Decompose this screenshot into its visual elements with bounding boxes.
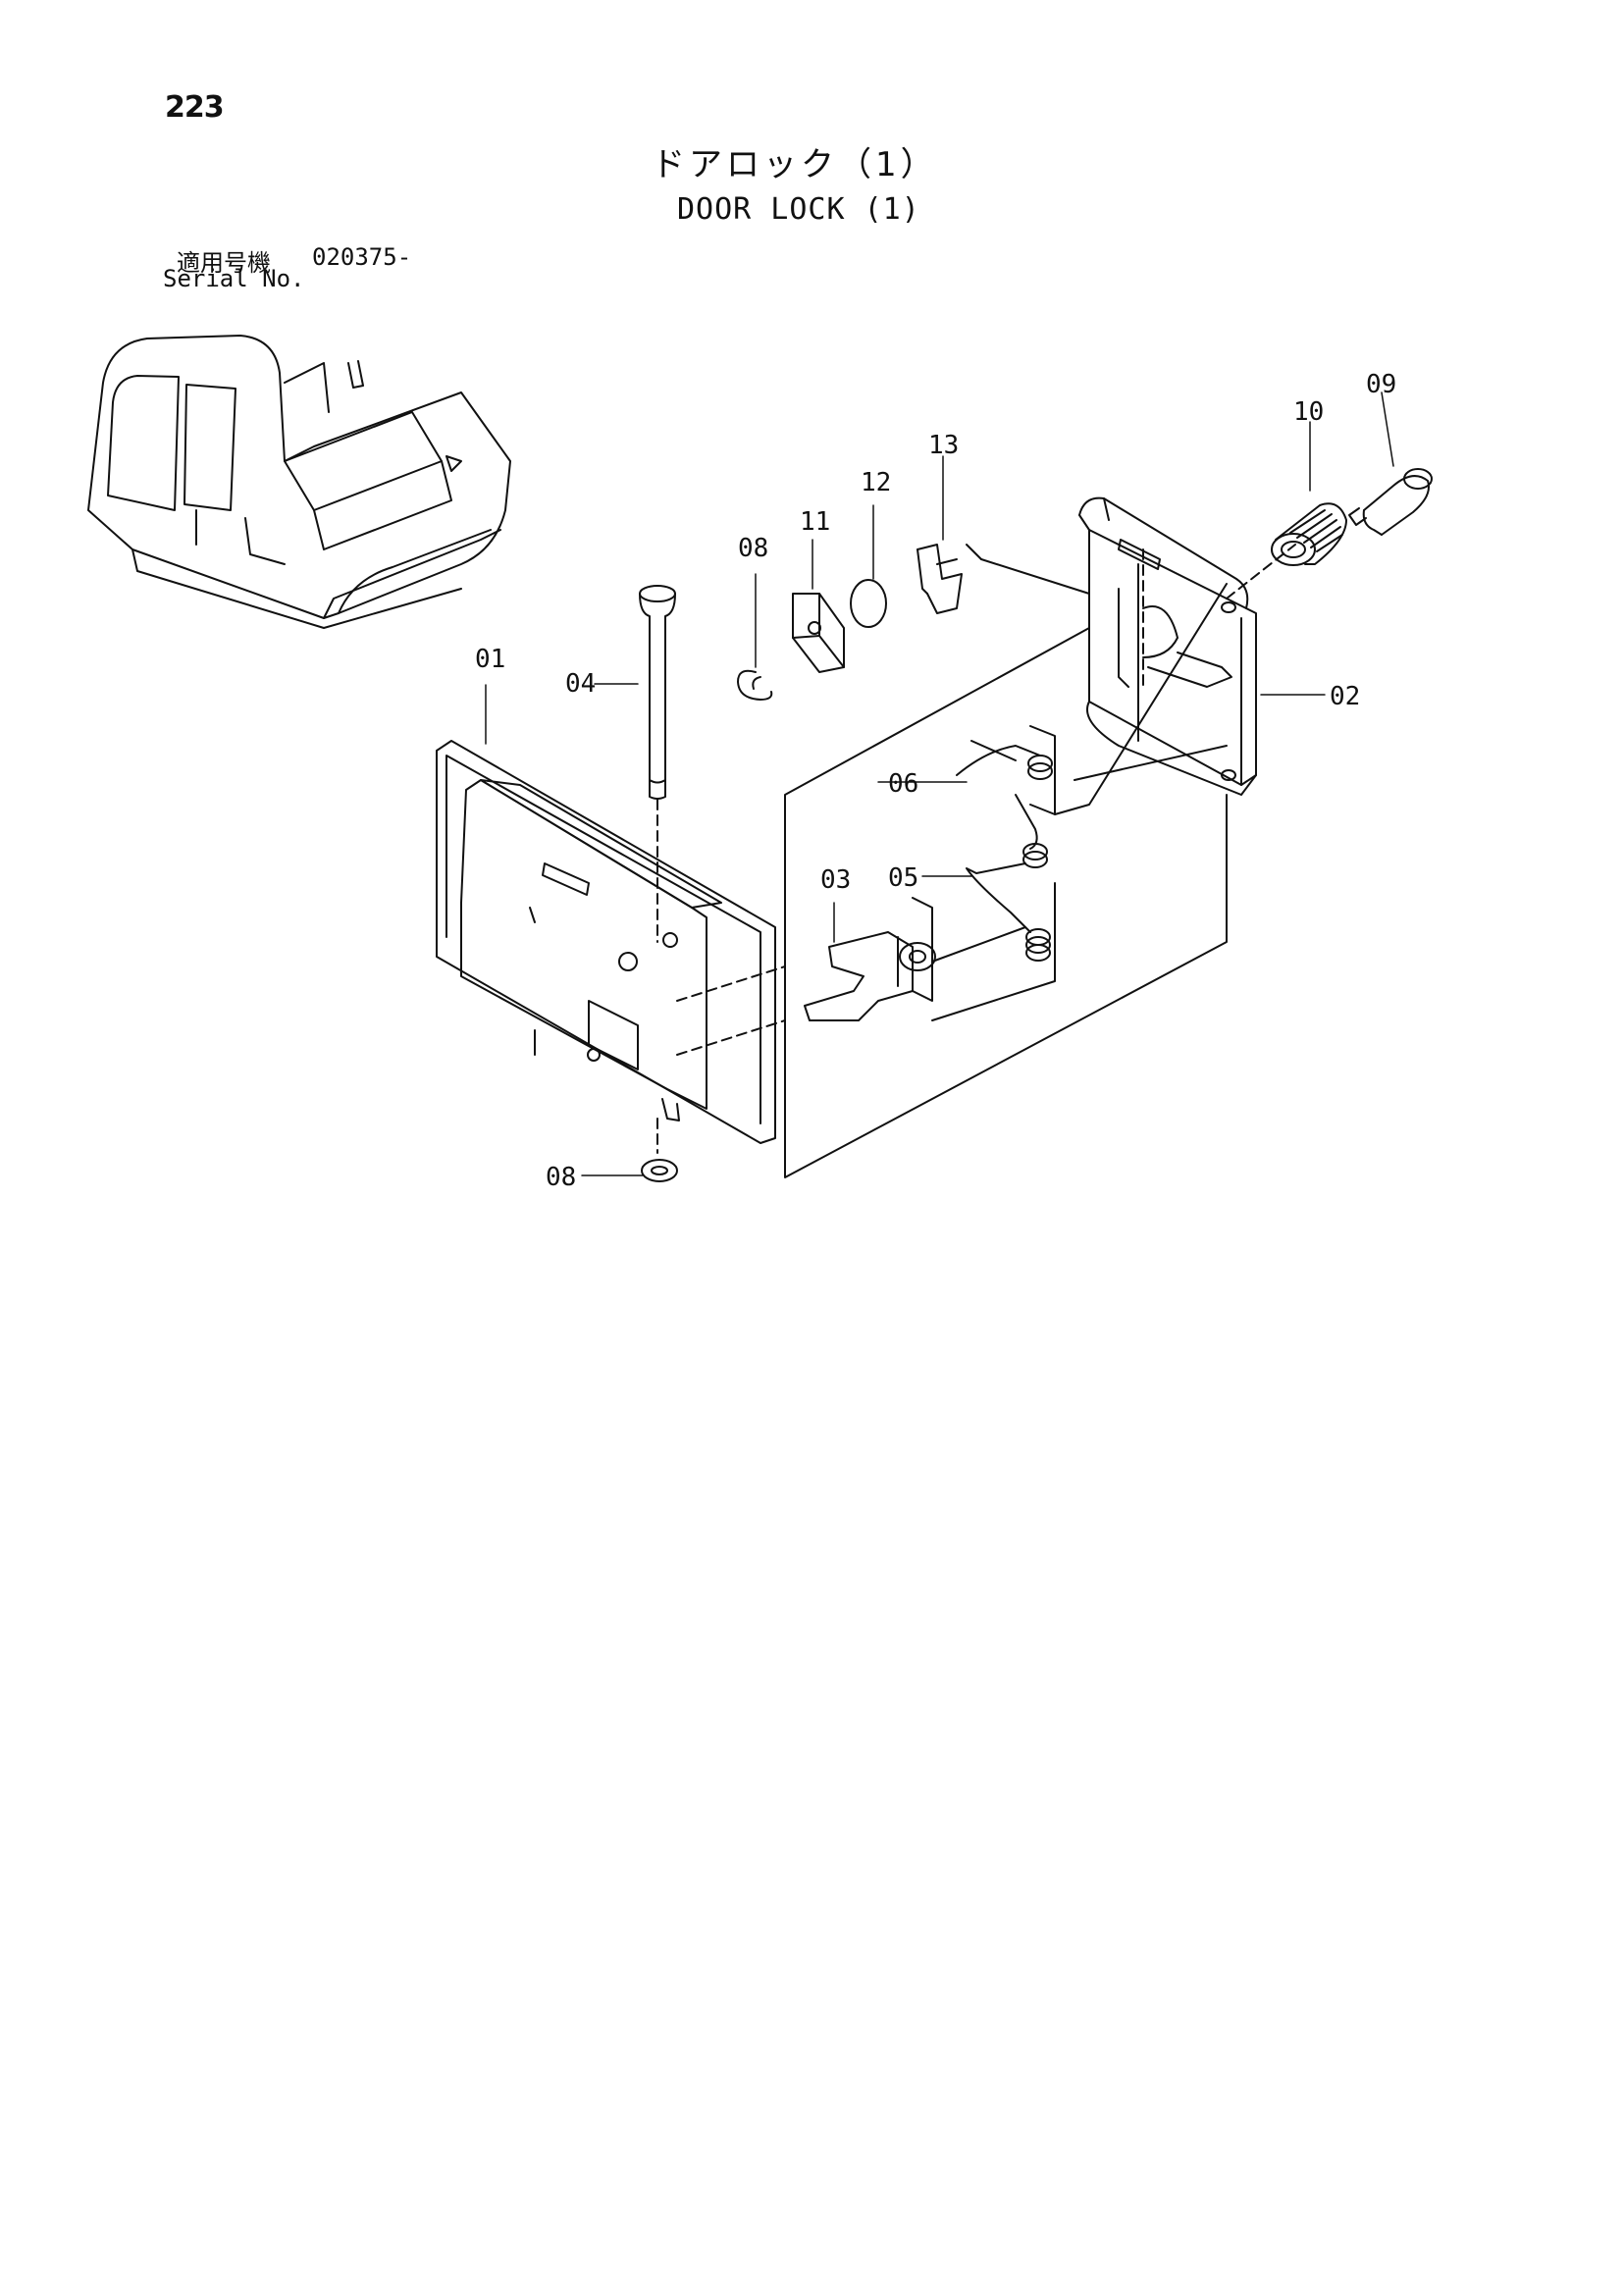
callout-03: 03 (820, 865, 851, 895)
part-13-clip (917, 544, 963, 614)
callout-11: 11 (800, 507, 830, 537)
part-04-pin (639, 585, 676, 1154)
part-11-pad (792, 593, 845, 673)
serial-label-english: Serial No. (163, 265, 305, 292)
part-01-lock-housing (436, 740, 776, 1144)
part-08-snap-ring-bottom (641, 1159, 678, 1182)
serial-label-japanese: 適用号機 (177, 249, 271, 277)
page-title-japanese: ドアロック（1） (652, 145, 938, 184)
part-03-latch (804, 897, 936, 1021)
callout-08-top: 08 (738, 534, 768, 563)
callout-09: 09 (1366, 370, 1396, 399)
part-02-bracket (1078, 496, 1257, 796)
serial-number-value: 020375- (312, 243, 412, 271)
part-06-spring (956, 725, 1056, 815)
callout-10: 10 (1293, 397, 1324, 427)
excavator-cab-overview (87, 335, 511, 629)
callout-05: 05 (888, 863, 918, 893)
callout-06: 06 (888, 769, 918, 799)
part-12-washer (850, 579, 887, 628)
part-08-snap-ring-top (737, 669, 773, 701)
callout-leader-lines (485, 391, 1394, 1176)
callout-04: 04 (565, 669, 596, 699)
part-10-bushing (1271, 502, 1347, 566)
callout-08-bottom: 08 (546, 1163, 576, 1192)
callout-01: 01 (475, 645, 505, 674)
page-number: 223 (165, 90, 225, 125)
callout-13: 13 (928, 431, 959, 460)
page-title-english: DOOR LOCK (1) (677, 192, 920, 227)
callout-12: 12 (861, 468, 891, 497)
assembly-guide-lines (676, 544, 1296, 1178)
part-09-bolt (1348, 468, 1433, 536)
callout-02: 02 (1330, 682, 1360, 711)
part-05-spring (966, 794, 1051, 962)
